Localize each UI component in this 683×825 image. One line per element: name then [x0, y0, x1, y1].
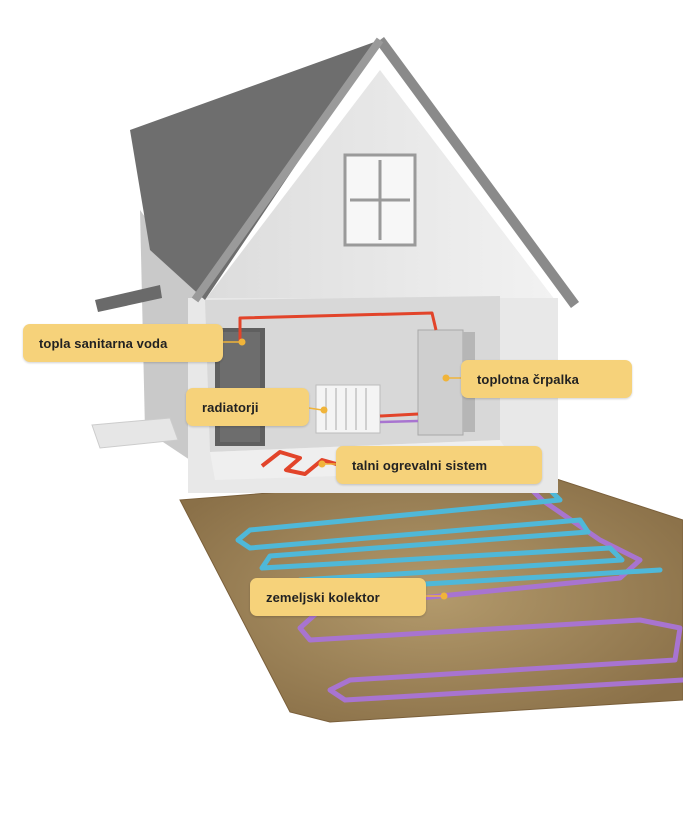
- callout-markers: [238, 338, 450, 600]
- heat-pump-unit: [417, 329, 464, 436]
- roof: [130, 40, 380, 300]
- radiators-label: radiatorji: [186, 388, 309, 426]
- ground-collector-label: zemeljski kolektor: [250, 578, 426, 616]
- floor-heating-coil: [260, 450, 341, 476]
- hot-water-label: topla sanitarna voda: [23, 324, 223, 362]
- heat-pump-label: toplotna črpalka: [461, 360, 632, 398]
- floor-heating-label: talni ogrevalni sistem: [336, 446, 542, 484]
- hot-water-pipes: [238, 311, 438, 418]
- radiator-return-pipe: [379, 419, 419, 424]
